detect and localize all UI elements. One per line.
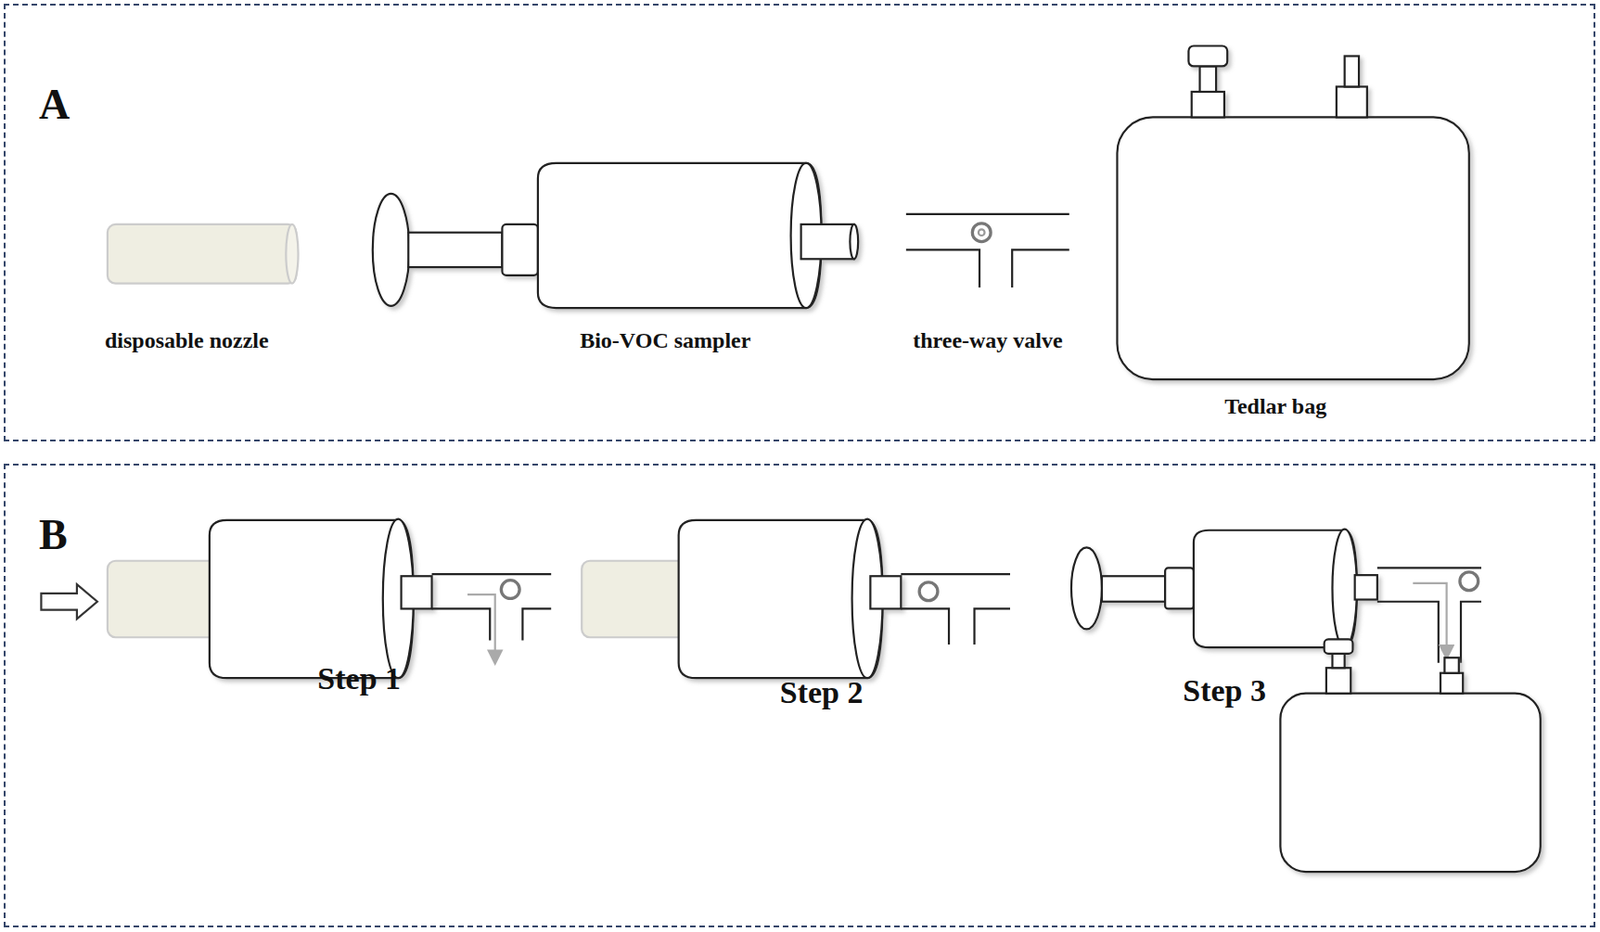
valve-drawing: [906, 214, 1070, 288]
part-label: three-way valve: [912, 328, 1063, 353]
panel-letter: A: [38, 83, 70, 127]
step-label: Step 3: [1182, 673, 1267, 708]
sampler-drawing: [372, 163, 858, 308]
step1-drawing: [40, 519, 551, 679]
step-label: Step 2: [780, 675, 864, 710]
nozzle-drawing: [107, 224, 299, 284]
part-label: disposable nozzle: [104, 328, 269, 353]
part-label: Tedlar bag: [1224, 394, 1327, 419]
step3-drawing: [1071, 529, 1541, 872]
panel-a: A: [3, 3, 1596, 442]
bag-drawing: [1116, 45, 1469, 380]
part-label: Bio-VOC sampler: [579, 328, 751, 353]
step-label: Step 1: [317, 661, 401, 696]
panel-letter: B: [38, 513, 68, 557]
step2-drawing: [581, 519, 1011, 679]
